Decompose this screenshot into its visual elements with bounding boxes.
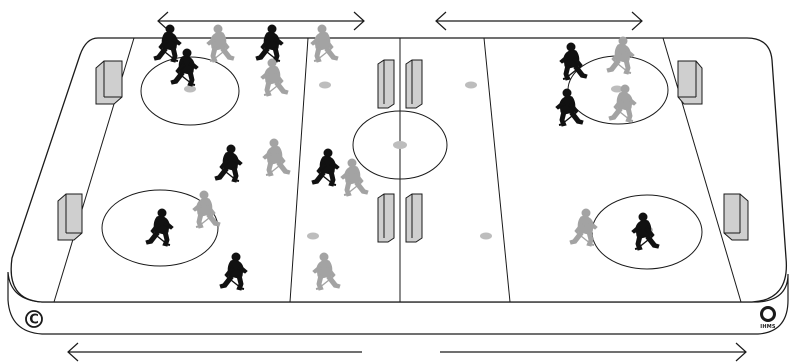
arrow-top-right — [436, 12, 642, 30]
faceoff-dot — [393, 141, 407, 149]
net-center-top-right — [406, 60, 422, 108]
logo-label: IHMS — [760, 324, 776, 330]
net-center-top-left — [378, 60, 394, 108]
arrow-bottom-right — [440, 343, 746, 361]
net-center-bottom-right — [406, 194, 422, 242]
ihms-logo: IHMS — [760, 308, 776, 331]
net-left-top — [96, 61, 122, 104]
neutral-dot — [319, 82, 331, 89]
neutral-dot — [465, 82, 477, 89]
net-right-top — [678, 61, 702, 104]
arrow-top-left — [158, 12, 364, 30]
faceoff-dot — [184, 86, 196, 93]
net-right-bottom — [724, 194, 748, 240]
arrow-bottom-left — [68, 343, 362, 361]
net-left-bottom — [58, 194, 82, 240]
neutral-dot — [307, 233, 319, 240]
net-center-bottom-left — [378, 194, 394, 242]
neutral-dot — [480, 233, 492, 240]
rink-surface — [11, 38, 786, 302]
copyright-symbol: C — [29, 313, 39, 328]
